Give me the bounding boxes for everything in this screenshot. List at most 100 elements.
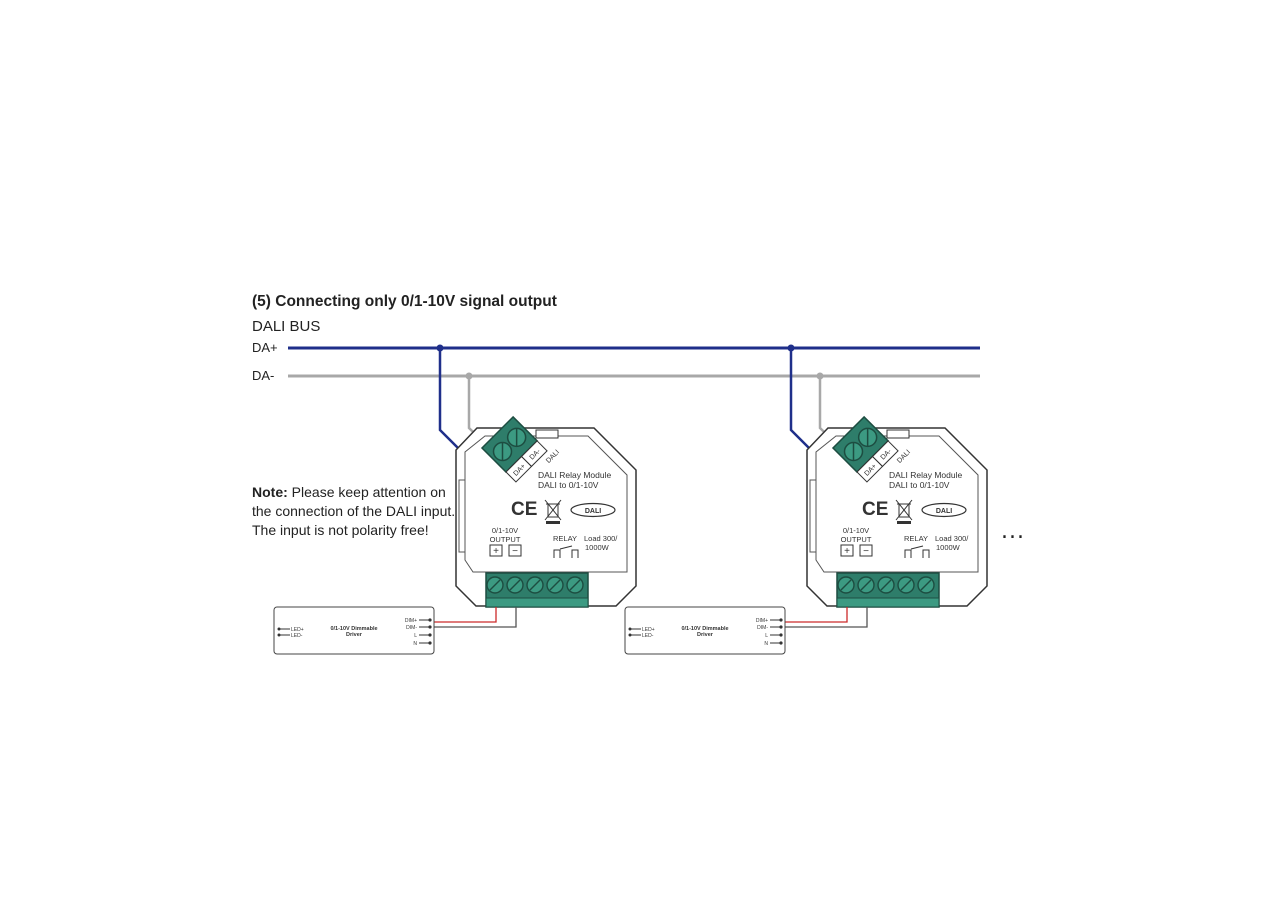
led-plus-label: LED+ [291, 627, 304, 633]
load-label-line1: Load 300/ [935, 534, 969, 543]
driver-n-dot [779, 641, 783, 645]
led-minus-label: LED- [642, 633, 654, 639]
module-name-line1: DALI Relay Module [538, 470, 612, 480]
driver-name-line2: Driver [346, 632, 363, 638]
load-label-line2: 1000W [936, 543, 961, 552]
load-label-line2: 1000W [585, 543, 610, 552]
bin-bar [546, 521, 560, 524]
screw-slot [509, 579, 521, 591]
dim-minus-wire [785, 607, 868, 628]
polarity-note: Note: Please keep attention on the conne… [252, 483, 462, 540]
relay-label: RELAY [904, 534, 928, 543]
bin-cross [895, 499, 913, 521]
minus-sign: − [863, 546, 869, 557]
plus-sign: + [844, 546, 850, 557]
relay-contact-icon [904, 549, 912, 558]
output-label-line1: 0/1-10V [492, 526, 518, 535]
ce-mark-icon: CE [511, 499, 537, 520]
output-label-line1: 0/1-10V [843, 526, 869, 535]
module-name-line2: DALI to 0/1-10V [889, 480, 950, 490]
screw-slot [489, 579, 501, 591]
driver-name-line2: Driver [697, 632, 714, 638]
relay-contact-icon [571, 549, 579, 558]
dali-logo-text: DALI [585, 508, 601, 515]
driver-name-line1: 0/1-10V Dimmable [681, 626, 728, 632]
driver-l-dot [428, 633, 432, 637]
driver-dim-minus-dot [428, 625, 432, 629]
terminal-base [485, 597, 589, 608]
minus-box [859, 544, 873, 557]
module-housing [806, 427, 988, 607]
screw-slot [549, 579, 561, 591]
screw-slot [569, 579, 581, 591]
screw-slot [501, 443, 504, 461]
module-clip [535, 429, 559, 439]
driver-n-label: N [413, 641, 417, 647]
driver-n-label: N [764, 641, 768, 647]
driver-l-label: L [765, 633, 768, 639]
relay-label: RELAY [553, 534, 577, 543]
module-inner-outline [464, 435, 628, 573]
module-housing [455, 427, 637, 607]
screw-slot [840, 579, 852, 591]
relay-contact-icon [922, 549, 930, 558]
note-prefix: Note: [252, 484, 288, 500]
ce-mark-icon: CE [862, 499, 888, 520]
bin-bar [897, 521, 911, 524]
dali-input-terminal: DA+DA-DALI [831, 415, 912, 483]
plus-box [840, 544, 854, 557]
output-label-line2: OUTPUT [841, 535, 872, 544]
load-label-line1: Load 300/ [584, 534, 618, 543]
module-clip [886, 429, 910, 439]
dim-minus-wire [434, 607, 517, 628]
driver-name-line1: 0/1-10V Dimmable [330, 626, 377, 632]
led-plus-dot [628, 627, 632, 631]
dali-logo-icon [921, 502, 967, 518]
dali-logo-icon [570, 502, 616, 518]
dimmable-driver-box [624, 606, 786, 655]
continuation-dots: ... [1001, 519, 1025, 544]
driver-dim-plus-dot [428, 618, 432, 622]
driver-n-dot [428, 641, 432, 645]
screw-slot [529, 579, 541, 591]
da-minus-label: DA- [252, 368, 275, 383]
screw-slot [880, 579, 892, 591]
da-plus-label: DA+ [252, 340, 278, 355]
module-name-line2: DALI to 0/1-10V [538, 480, 599, 490]
dali-bus-label: DALI BUS [252, 318, 321, 335]
driver-l-dot [779, 633, 783, 637]
weee-bin-icon [544, 499, 562, 524]
led-minus-dot [628, 633, 632, 637]
driver-dim-minus-label: DIM- [757, 625, 768, 631]
driver-dim-minus-dot [779, 625, 783, 629]
dimmable-driver-box [273, 606, 435, 655]
driver-dim-plus-label: DIM+ [405, 618, 417, 624]
output-label-line2: OUTPUT [490, 535, 521, 544]
led-plus-dot [277, 627, 281, 631]
module-inner-outline [815, 435, 979, 573]
module-side-slot [458, 479, 466, 553]
led-minus-label: LED- [291, 633, 303, 639]
screw-slot [852, 443, 855, 461]
bin-cross [544, 499, 562, 521]
screw-slot [900, 579, 912, 591]
minus-sign: − [512, 546, 518, 557]
relay-contact-icon [553, 549, 561, 558]
relay-switch-icon [910, 545, 924, 550]
weee-bin-icon [895, 499, 913, 524]
led-plus-label: LED+ [642, 627, 655, 633]
relay-switch-icon [559, 545, 573, 550]
terminal-base [836, 597, 940, 608]
driver-dim-plus-dot [779, 618, 783, 622]
screw-slot [920, 579, 932, 591]
driver-dim-minus-label: DIM- [406, 625, 417, 631]
terminal-label-box [871, 440, 899, 468]
note-text: Please keep attention on the connection … [252, 484, 456, 538]
dim-plus-wire [785, 607, 848, 623]
page-title: (5) Connecting only 0/1-10V signal outpu… [252, 293, 557, 310]
led-minus-dot [277, 633, 281, 637]
